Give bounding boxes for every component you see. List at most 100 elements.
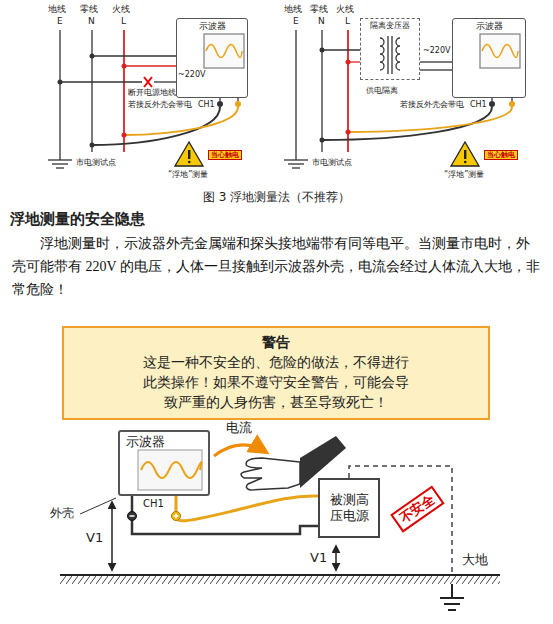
line-shape	[60, 574, 500, 576]
circle-shape	[320, 48, 325, 53]
node-body: 这是一种不安全的、危险的做法，不得进行此类操作！如果不遵守安全警告，可能会导致严…	[142, 352, 410, 413]
label-text: 外壳	[50, 506, 74, 520]
rect-shape	[480, 34, 520, 68]
power-source-box: 被测高压电源	[318, 478, 380, 538]
label-text: N	[88, 16, 95, 27]
mains-left	[48, 30, 244, 168]
circle-shape	[90, 143, 95, 148]
label-text: “浮地”测量	[168, 170, 208, 180]
figure-caption: 图 3 浮地测量法（不推荐）	[0, 189, 553, 206]
label-text: 地线	[284, 4, 302, 15]
polygon-shape	[451, 142, 479, 166]
label-text: “浮地”测量	[444, 170, 484, 180]
mains-right	[284, 30, 520, 168]
line-shape	[387, 36, 388, 74]
line-shape	[335, 546, 337, 570]
line-shape	[154, 81, 176, 82]
line-shape	[491, 98, 492, 101]
line-shape	[391, 36, 392, 74]
label-text: 零线	[310, 4, 328, 15]
node-title: 被测高压电源	[324, 492, 374, 525]
path-shape	[322, 107, 492, 140]
label-text: ~220V	[423, 46, 450, 56]
oscilloscope-box: 示波器	[452, 18, 526, 98]
probe-wire	[176, 496, 318, 521]
path-shape	[482, 45, 518, 58]
label-text: L	[121, 16, 126, 27]
line-shape	[295, 30, 296, 160]
label-text: 若接反外壳会带电	[128, 100, 192, 110]
line-shape	[60, 81, 142, 82]
path-shape	[214, 445, 266, 456]
path-shape	[92, 107, 220, 145]
line-shape	[48, 159, 72, 160]
unsafe-stamp: 不安全	[390, 485, 445, 532]
circle-shape	[489, 101, 495, 107]
label-text: CH1	[198, 100, 215, 110]
label-text: V1	[310, 550, 327, 566]
warning-sign-text: 当心触电	[484, 150, 518, 160]
rect-shape	[138, 450, 202, 490]
line-shape	[175, 514, 177, 519]
label-text: 市电测试点	[312, 158, 352, 168]
label-text: 零线	[80, 4, 98, 15]
rect-shape	[60, 576, 500, 584]
node-title: 隔离变压器	[363, 21, 417, 31]
node-title: 示波器	[455, 21, 523, 32]
circle-shape	[90, 54, 95, 59]
path-shape	[124, 107, 238, 135]
label-text: E	[293, 16, 299, 27]
body-paragraph: 浮地测量时，示波器外壳金属端和探头接地端带有同等电平。当测量市电时，外壳可能带有…	[12, 232, 542, 301]
node-title: 示波器	[126, 434, 202, 450]
line-shape	[80, 498, 116, 514]
label-text: 电流	[226, 420, 252, 436]
polygon-shape	[175, 142, 203, 166]
line-shape	[111, 502, 113, 570]
line-shape	[219, 98, 220, 101]
oscilloscope-box: 示波器	[118, 430, 210, 496]
line-shape	[91, 30, 92, 152]
path-shape	[348, 107, 512, 132]
label-text: 断开电源地线	[128, 88, 176, 98]
label-text: ~220V	[178, 70, 205, 80]
label-text: N	[318, 16, 325, 27]
line-shape	[511, 98, 512, 101]
node-title: 示波器	[179, 21, 245, 32]
label-text: L	[345, 16, 350, 27]
line-shape	[56, 167, 64, 168]
label-text: CH1	[143, 498, 164, 510]
label-text: 市电测试点	[76, 158, 116, 168]
label-text: V1	[86, 530, 103, 546]
circle-shape	[122, 64, 127, 69]
isolation-transformer-box: 隔离变压器	[360, 18, 420, 80]
line-shape	[92, 55, 176, 56]
node-title: 不安全	[397, 491, 438, 527]
line-shape	[322, 49, 360, 50]
line-shape	[124, 65, 176, 66]
warning-sign-text: 当心触电	[208, 150, 242, 160]
line-shape	[144, 77, 152, 87]
circle-shape	[320, 138, 325, 143]
path-shape	[241, 458, 300, 490]
line-shape	[448, 609, 456, 611]
circle-shape	[235, 101, 241, 107]
label-text: 火线	[112, 4, 130, 15]
circle-shape	[346, 130, 351, 135]
ground-wire	[132, 496, 318, 534]
line-shape	[444, 603, 460, 605]
circle-shape	[346, 60, 351, 65]
circle-shape	[172, 512, 181, 521]
line-shape	[52, 163, 68, 164]
label-text: 地线	[48, 4, 66, 15]
line-shape	[59, 30, 60, 160]
rect-shape	[204, 34, 244, 68]
path-shape	[206, 45, 242, 58]
circle-shape	[58, 80, 63, 85]
circle-shape	[464, 161, 467, 164]
circle-shape	[128, 512, 137, 521]
line-shape	[237, 98, 238, 101]
circle-shape	[122, 133, 127, 138]
